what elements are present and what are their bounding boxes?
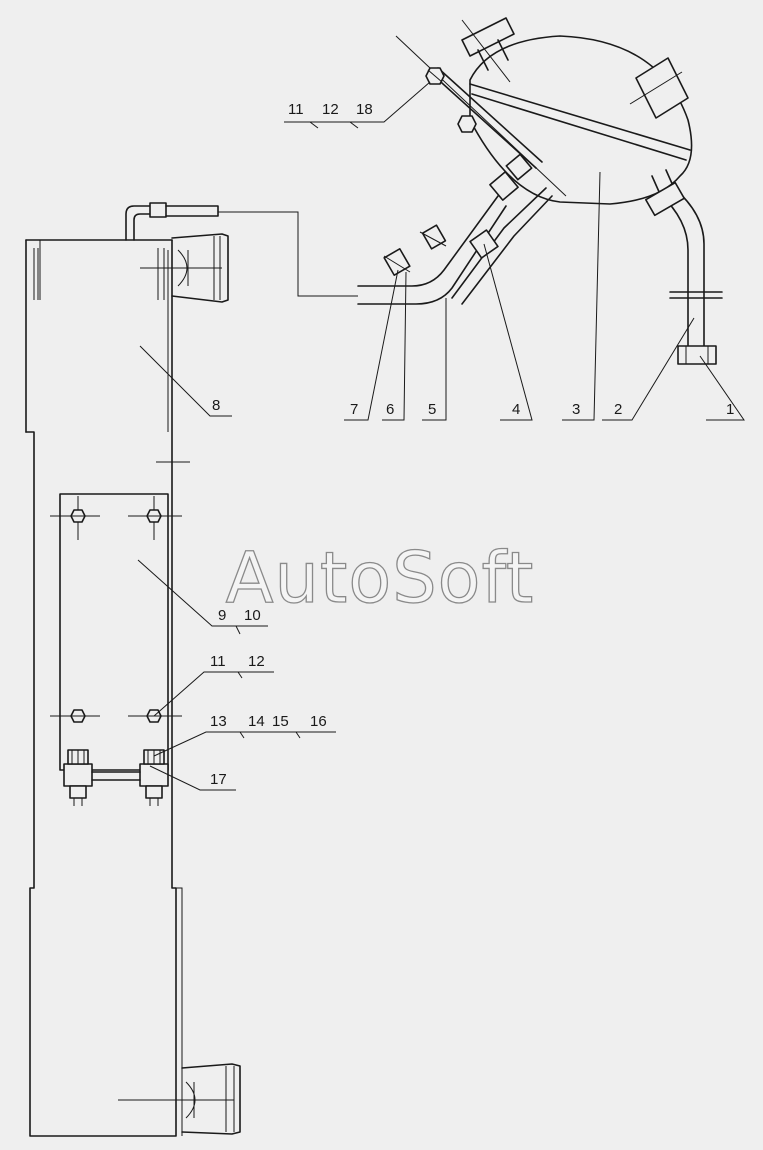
watermark: AutoSoft bbox=[226, 537, 535, 619]
callout-11-mid: 11 bbox=[210, 653, 226, 670]
lower-sleeve bbox=[118, 1063, 241, 1135]
tank-bolt-top bbox=[425, 67, 445, 85]
callout-10: 10 bbox=[244, 607, 261, 624]
plate-bolt-upper-right bbox=[146, 509, 162, 523]
callout-2: 2 bbox=[614, 401, 622, 418]
upper-sleeve bbox=[140, 233, 229, 303]
tank-mounting-strap bbox=[395, 35, 567, 197]
mount-strap bbox=[91, 771, 141, 781]
rubber-mount-left bbox=[63, 749, 93, 806]
connecting-line bbox=[125, 202, 358, 297]
callouts: 11 12 18 7 6 5 4 3 2 1 8 9 10 11 12 13 1… bbox=[210, 101, 734, 788]
plate-bolt-lower-left bbox=[70, 709, 86, 723]
callout-15: 15 bbox=[272, 713, 289, 730]
frame-bracket bbox=[25, 239, 183, 1137]
callout-8: 8 bbox=[212, 397, 220, 414]
tank-bolt-mid bbox=[457, 115, 477, 133]
fuel-hose bbox=[357, 187, 553, 305]
tank-filler-neck-right bbox=[629, 57, 689, 119]
callout-16: 16 bbox=[310, 713, 327, 730]
rubber-mount-right bbox=[139, 749, 169, 806]
callout-1: 1 bbox=[726, 401, 734, 418]
callout-12-top: 12 bbox=[322, 101, 339, 118]
mounting-plate bbox=[50, 493, 182, 771]
callout-13: 13 bbox=[210, 713, 227, 730]
leader-lines bbox=[137, 81, 745, 791]
expansion-tank bbox=[469, 35, 693, 205]
callout-18: 18 bbox=[356, 101, 373, 118]
callout-4: 4 bbox=[512, 401, 520, 418]
callout-14: 14 bbox=[248, 713, 265, 730]
callout-6: 6 bbox=[386, 401, 394, 418]
hose-fitting-6 bbox=[419, 224, 447, 250]
callout-9: 9 bbox=[218, 607, 226, 624]
callout-17: 17 bbox=[210, 771, 227, 788]
hose-fitting-7 bbox=[383, 248, 411, 276]
callout-5: 5 bbox=[428, 401, 436, 418]
hose-fitting-upper bbox=[489, 153, 533, 201]
callout-3: 3 bbox=[572, 401, 580, 418]
tank-filler-neck-top bbox=[461, 17, 515, 83]
plate-bolt-upper-left bbox=[70, 509, 86, 523]
callout-11-top: 11 bbox=[288, 101, 304, 118]
outlet-pipe bbox=[644, 169, 723, 365]
callout-12-mid: 12 bbox=[248, 653, 265, 670]
callout-7: 7 bbox=[350, 401, 358, 418]
